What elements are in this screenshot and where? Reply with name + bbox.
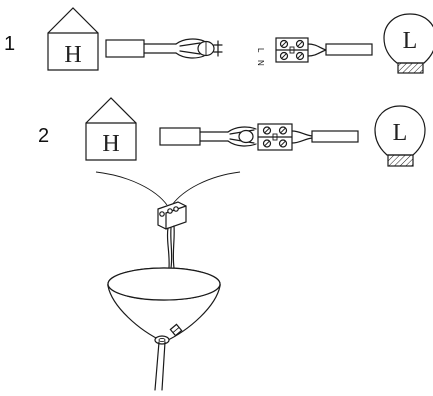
step-1-house-letter: H: [64, 42, 81, 68]
step-2-lamp-letter: L: [393, 120, 408, 146]
step-1-terminal-block: L N: [256, 37, 327, 66]
step-1-number: 1: [4, 33, 15, 55]
connector-block: [157, 201, 187, 230]
step-1-supply-cable: [105, 38, 223, 59]
callout-line-left: [95, 171, 168, 206]
ceiling-wires: [166, 225, 175, 269]
ceiling-canopy: [107, 267, 221, 345]
step-2-house-letter: H: [102, 131, 119, 157]
step-1-lamp-letter: L: [403, 28, 418, 54]
step-2-number: 2: [38, 125, 49, 147]
pendant-assembly: [95, 171, 241, 391]
terminal-mark-l: L: [256, 48, 265, 53]
step-1-lamp-icon: L: [383, 13, 433, 74]
terminal-mark-n: N: [256, 60, 265, 66]
pendant-cable: [154, 341, 166, 391]
step-1-house-icon: H: [47, 7, 99, 71]
step-2-row: 2 H: [38, 97, 426, 167]
step-2-house-icon: H: [85, 97, 137, 161]
step-1-lamp-cable: [325, 43, 373, 56]
callout-line-right: [171, 171, 241, 206]
step-2-supply-cable: [159, 126, 257, 147]
step-2-lamp-cable: [311, 130, 359, 143]
step-2-terminal-block: [257, 123, 313, 151]
step-2-lamp-icon: L: [374, 105, 426, 167]
step-1-row: 1 H L N: [4, 7, 433, 74]
